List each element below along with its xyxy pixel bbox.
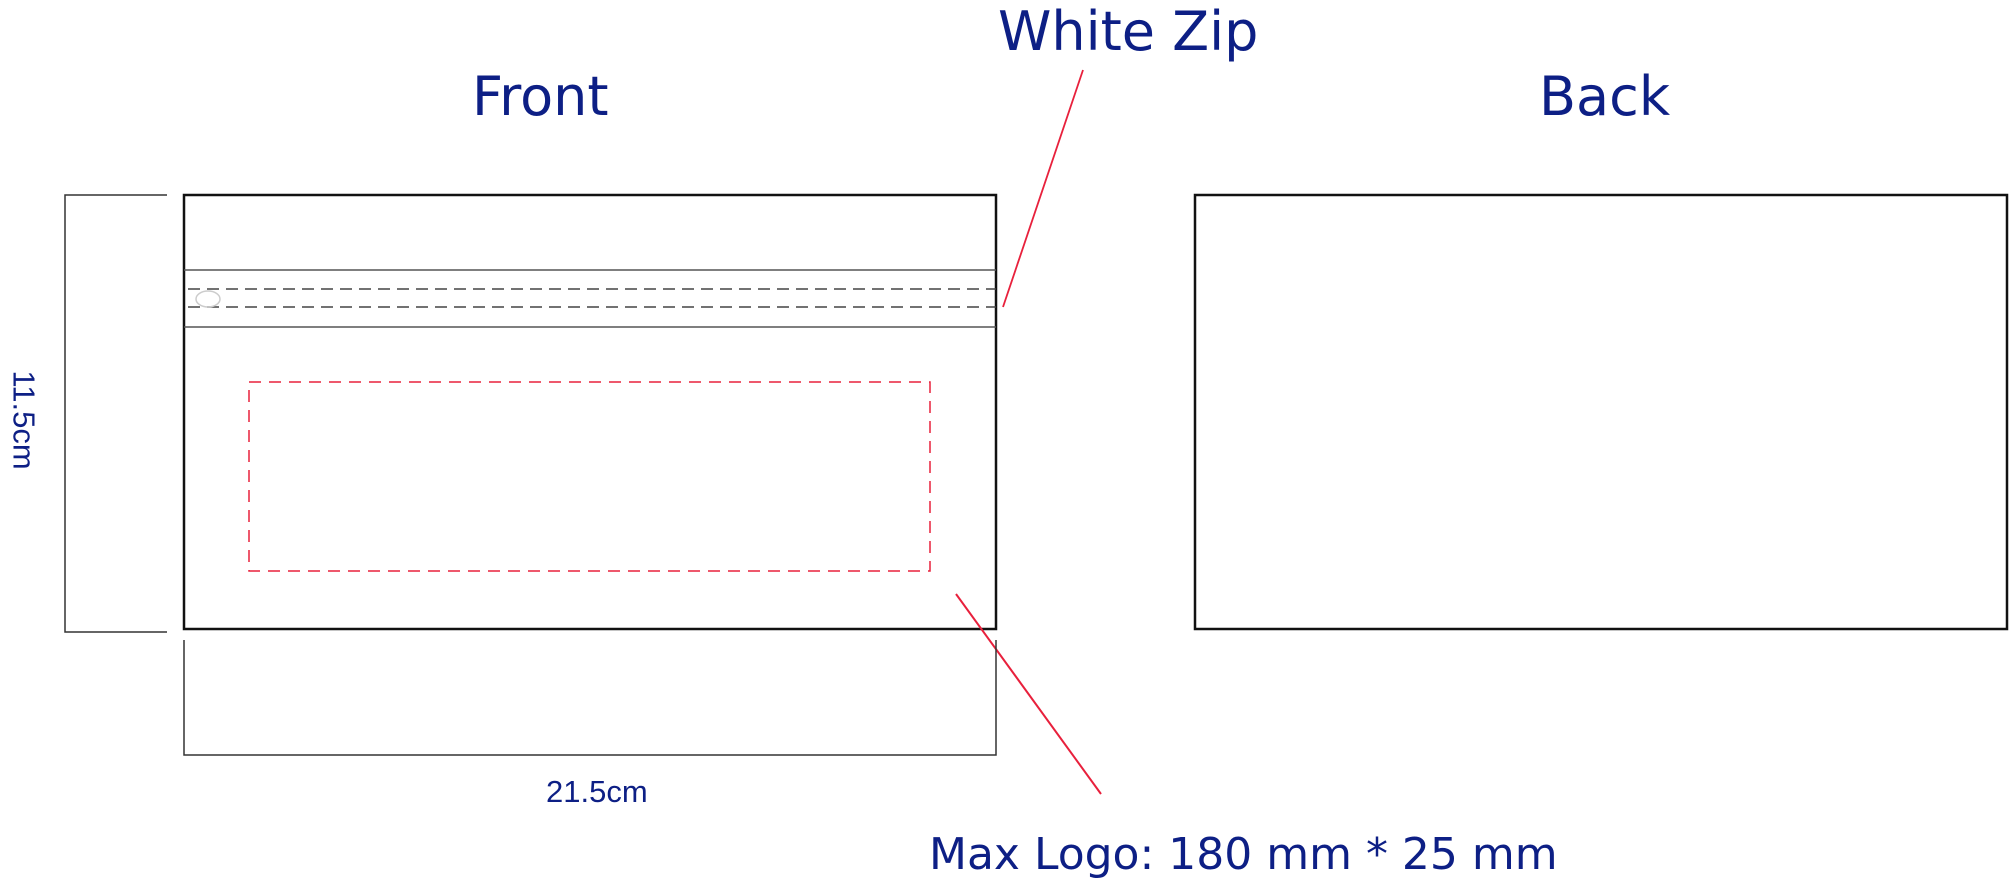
back-panel-outline (1193, 193, 2009, 631)
zip-pull-icon (195, 290, 221, 308)
front-panel-outline (182, 193, 998, 631)
height-dimension-label: 11.5cm (6, 370, 42, 470)
logo-callout-line (955, 593, 1102, 795)
width-dimension-bracket (183, 640, 997, 756)
logo-callout-label: Max Logo: 180 mm * 25 mm (929, 829, 1558, 880)
zip-callout-line (1002, 69, 1084, 308)
zip-callout-label: White Zip (998, 0, 1259, 63)
width-dimension-label: 21.5cm (546, 774, 648, 809)
logo-area-outline (248, 381, 931, 572)
height-dimension-bracket (64, 194, 167, 633)
front-title: Front (472, 65, 609, 128)
back-title: Back (1539, 65, 1671, 128)
